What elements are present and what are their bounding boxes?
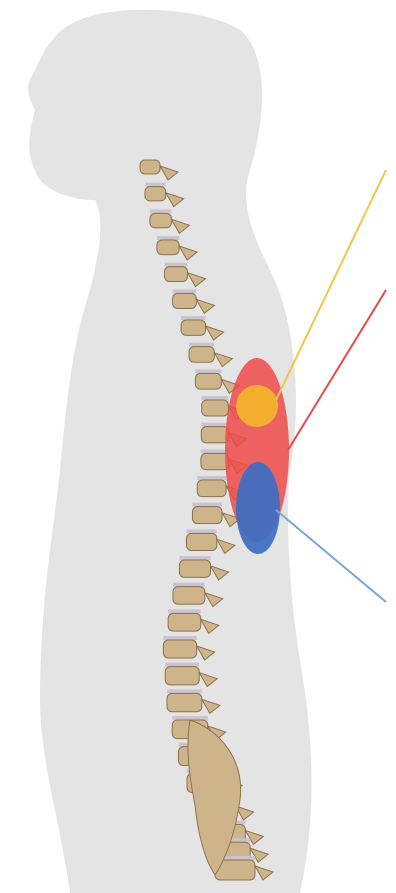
intervertebral-disc <box>145 183 166 187</box>
yellow-leader-line <box>276 170 386 400</box>
vertebra <box>195 373 221 389</box>
vertebra <box>165 267 188 282</box>
intervertebral-disc <box>202 396 229 400</box>
vertebra <box>167 693 202 711</box>
intervertebral-disc <box>165 663 199 667</box>
intervertebral-disc <box>181 316 205 320</box>
blue-leader-line <box>276 510 386 602</box>
red-leader-line <box>288 290 386 450</box>
vertebra <box>150 213 171 227</box>
vertebra <box>186 533 216 550</box>
intervertebral-disc <box>173 583 205 587</box>
intervertebral-disc <box>150 209 171 213</box>
intervertebral-disc <box>165 263 188 267</box>
intervertebral-disc <box>192 503 222 507</box>
vertebra <box>173 587 205 605</box>
intervertebral-disc <box>167 689 202 693</box>
intervertebral-disc <box>195 369 221 373</box>
vertebra <box>165 667 199 685</box>
intervertebral-disc <box>189 343 214 347</box>
vertebra <box>197 480 226 497</box>
vertebra <box>189 347 214 363</box>
intervertebral-disc <box>179 556 210 560</box>
vertebra <box>201 427 228 443</box>
blue-region <box>236 462 280 554</box>
vertebra <box>140 160 160 174</box>
intervertebral-disc <box>186 529 216 533</box>
intervertebral-disc <box>201 423 228 427</box>
vertebra <box>192 507 222 524</box>
vertebra <box>145 187 166 201</box>
yellow-region <box>236 385 278 427</box>
vertebra <box>179 560 210 577</box>
vertebra <box>163 640 196 658</box>
intervertebral-disc <box>168 609 201 613</box>
intervertebral-disc <box>197 476 226 480</box>
vertebra <box>202 400 229 416</box>
vertebra <box>173 293 197 308</box>
vertebra <box>181 320 205 335</box>
vertebra <box>168 613 201 631</box>
intervertebral-disc <box>172 716 208 720</box>
vertebra <box>201 453 229 469</box>
intervertebral-disc <box>201 449 229 453</box>
intervertebral-disc <box>157 236 179 240</box>
vertebra <box>157 240 179 255</box>
intervertebral-disc <box>173 289 197 293</box>
intervertebral-disc <box>163 636 196 640</box>
